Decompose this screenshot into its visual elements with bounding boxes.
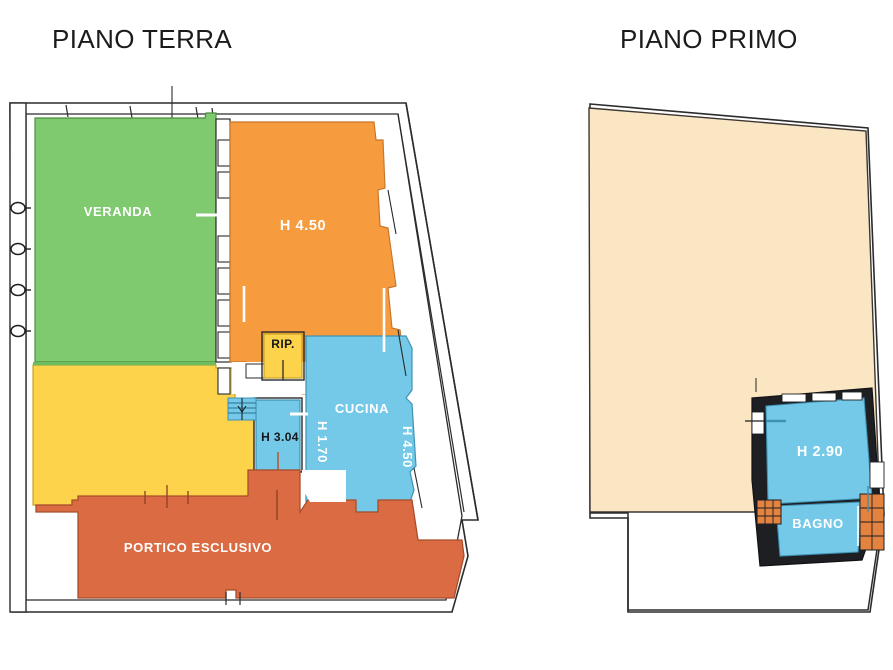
room-label-camera-h290: H 2.90 [797,444,843,460]
veranda-yellow-divider [33,362,216,366]
room-label-disimpegno-h304: H 3.04 [261,430,299,444]
portico-tick-marks [144,485,278,520]
interior-wall-vertical-west [215,118,231,395]
page-title-ground-floor: PIANO TERRA [52,24,233,54]
door-opening-marks [196,213,386,416]
brick-hatch-left [756,499,782,525]
ground-floor-plan: VERANDA H 4.50 RIP. CUCINA H 3.04 H 1.70… [9,86,479,613]
first-floor-lower-outline [590,512,883,611]
first-floor-door-marks [745,419,869,546]
room-label-h170: H 1.70 [315,421,330,463]
first-floor-plan: H 2.90 BAGNO [588,103,885,613]
staircase[interactable] [227,397,257,421]
column-marker-icon [10,242,26,256]
column-marker-icon [10,283,26,297]
column-marker-icon [10,201,26,215]
room-veranda[interactable] [34,112,217,363]
room-label-bagno: BAGNO [792,516,843,531]
room-label-portico-esclusivo: PORTICO ESCLUSIVO [124,540,272,555]
portico-cucina-gap [302,470,346,502]
room-label-ripostiglio: RIP. [271,337,294,351]
room-label-cucina: CUCINA [335,401,389,416]
brick-hatch-right [859,493,885,551]
column-markers [10,201,31,338]
column-marker-icon [10,324,26,338]
room-label-veranda: VERANDA [84,204,152,219]
page-title-first-floor: PIANO PRIMO [620,24,798,54]
room-ripostiglio[interactable] [263,333,303,379]
room-bagno[interactable] [775,501,863,557]
room-label-h450-vertical: H 4.50 [400,426,415,468]
first-floor-windows [751,391,885,489]
room-label-sala-h450: H 4.50 [280,218,326,234]
bottom-wall-detail [225,592,241,605]
right-slanted-wall [387,102,479,521]
left-exterior-wall [9,102,27,613]
